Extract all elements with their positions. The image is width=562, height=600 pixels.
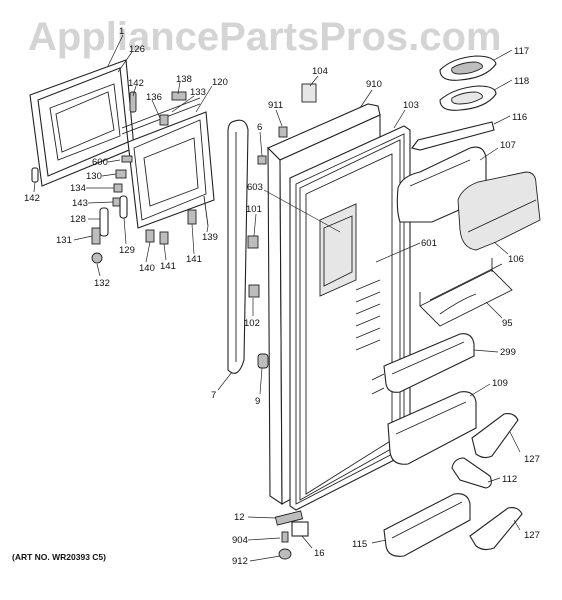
- label-16: 16: [314, 548, 325, 559]
- label-118: 118: [514, 76, 529, 87]
- label-109: 109: [492, 378, 508, 389]
- label-600: 600: [92, 157, 108, 168]
- art-number: (ART NO. WR20393 C5): [12, 552, 106, 562]
- label-603: 603: [247, 182, 263, 193]
- label-12: 12: [234, 512, 245, 523]
- label-911: 911: [268, 100, 283, 111]
- left-leader-lines: [33, 34, 213, 277]
- label-141b: 141: [186, 254, 202, 265]
- label-128: 128: [70, 214, 86, 225]
- label-117: 117: [514, 46, 529, 57]
- label-299: 299: [500, 347, 516, 358]
- part-number-labels: 1 126 142 136 138 133 120 600 130 134 14…: [24, 26, 540, 567]
- label-133: 133: [190, 87, 206, 98]
- label-116: 116: [512, 112, 527, 123]
- label-139: 139: [202, 232, 218, 243]
- label-103: 103: [403, 100, 419, 111]
- label-904: 904: [232, 535, 248, 546]
- label-132: 132: [94, 278, 110, 289]
- label-7: 7: [211, 390, 216, 401]
- bottom-hinge-parts: [247, 510, 313, 562]
- label-115: 115: [352, 539, 367, 550]
- right-upper-bins: [396, 146, 541, 255]
- label-910: 910: [366, 79, 382, 90]
- watermark-text: AppliancePartsPros.com: [28, 15, 502, 59]
- label-130: 130: [86, 171, 102, 182]
- label-131: 131: [56, 235, 72, 246]
- label-9: 9: [255, 396, 260, 407]
- left-hardware-parts: [31, 91, 209, 264]
- right-top-covers: [411, 49, 513, 151]
- label-140: 140: [139, 263, 155, 274]
- dispenser-front-panel: [29, 59, 135, 187]
- label-136: 136: [146, 92, 162, 103]
- label-127b: 127: [524, 530, 540, 541]
- label-112: 112: [502, 474, 517, 485]
- label-912: 912: [232, 556, 248, 567]
- label-129: 129: [119, 245, 135, 256]
- label-102: 102: [244, 318, 260, 329]
- label-101: 101: [246, 204, 262, 215]
- label-120: 120: [212, 77, 228, 88]
- label-126: 126: [129, 44, 145, 55]
- label-142b: 142: [24, 193, 40, 204]
- wire-shelf: [419, 258, 513, 327]
- label-104: 104: [312, 66, 328, 77]
- label-134: 134: [70, 183, 86, 194]
- label-107: 107: [500, 140, 516, 151]
- center-small-parts: [247, 75, 319, 395]
- right-lower-bins: [371, 333, 523, 557]
- label-106: 106: [508, 254, 524, 265]
- label-138: 138: [176, 74, 192, 85]
- label-95: 95: [502, 318, 513, 329]
- label-143: 143: [72, 198, 88, 209]
- label-127a: 127: [524, 454, 540, 465]
- door-handle-trim: [217, 119, 249, 391]
- label-142: 142: [128, 78, 144, 89]
- dispenser-housing-frame: [121, 97, 215, 229]
- label-6: 6: [257, 122, 262, 133]
- label-601: 601: [421, 238, 437, 249]
- label-1: 1: [119, 26, 124, 37]
- label-141a: 141: [160, 261, 176, 272]
